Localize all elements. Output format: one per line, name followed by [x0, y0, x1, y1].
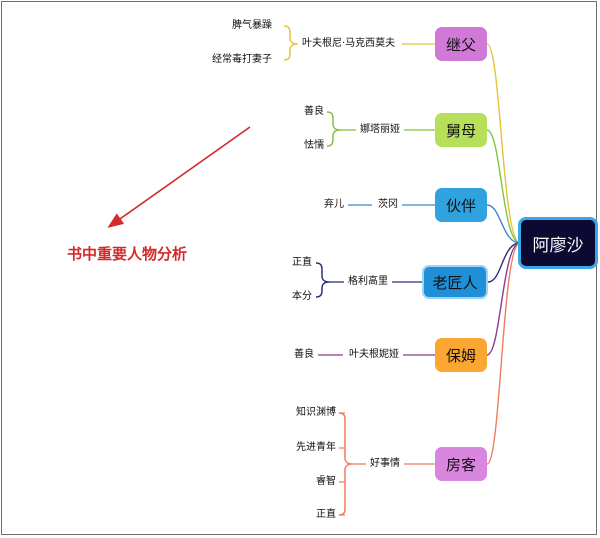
root-node-aliosha[interactable]: 阿廖沙	[518, 217, 598, 269]
trait-label-lodger: 睿智	[316, 476, 336, 487]
branch-node-label: 继父	[445, 35, 476, 54]
link-root-nanny	[486, 242, 521, 356]
trait-label-aunt: 怯懦	[304, 140, 324, 151]
branch-node-label: 房客	[445, 455, 476, 474]
branch-node-aunt[interactable]: 舅母	[435, 113, 487, 147]
branch-node-partner[interactable]: 伙伴	[435, 188, 487, 222]
branch-node-label: 老匠人	[432, 273, 478, 292]
trait-label-stepfather: 脾气暴躁	[232, 20, 272, 31]
branch-node-label: 舅母	[445, 121, 476, 140]
person-label-craftsman: 格利高里	[348, 276, 388, 287]
trait-label-stepfather: 经常毒打妻子	[212, 54, 272, 65]
branch-node-label: 保姆	[445, 346, 476, 365]
person-label-partner: 茨冈	[378, 199, 398, 210]
trait-label-lodger: 先进青年	[296, 442, 336, 453]
branch-node-nanny[interactable]: 保姆	[435, 338, 487, 372]
branch-node-stepfather[interactable]: 继父	[435, 27, 487, 61]
person-label-lodger: 好事情	[370, 458, 400, 469]
trait-label-lodger: 正直	[316, 509, 336, 520]
brace-stepfather	[283, 25, 298, 61]
brace-lodger	[338, 412, 353, 516]
link-root-craftsman	[487, 242, 521, 283]
trait-label-lodger: 知识渊博	[296, 407, 336, 418]
trait-label-craftsman: 正直	[292, 257, 312, 268]
link-root-aunt	[486, 129, 521, 244]
link-root-lodger	[486, 242, 521, 465]
person-label-nanny: 叶夫根妮娅	[349, 349, 399, 360]
diagram-title: 书中重要人物分析	[67, 245, 188, 263]
link-root-stepfather	[486, 43, 521, 244]
branch-node-lodger[interactable]: 房客	[435, 447, 487, 481]
link-root-partner	[486, 204, 521, 244]
trait-label-aunt: 善良	[304, 106, 324, 117]
trait-label-nanny: 善良	[294, 349, 314, 360]
person-label-aunt: 娜塔丽娅	[360, 124, 400, 135]
trait-label-craftsman: 本分	[292, 291, 312, 302]
brace-aunt	[326, 111, 341, 147]
pointer-arrow	[107, 126, 251, 228]
branch-node-label: 伙伴	[445, 196, 476, 215]
brace-craftsman	[315, 262, 330, 298]
branch-node-craftsman[interactable]: 老匠人	[422, 265, 488, 299]
root-label: 阿廖沙	[532, 235, 584, 256]
trait-label-partner: 弃儿	[324, 199, 344, 210]
person-label-stepfather: 叶夫根尼·马克西莫夫	[302, 38, 396, 49]
